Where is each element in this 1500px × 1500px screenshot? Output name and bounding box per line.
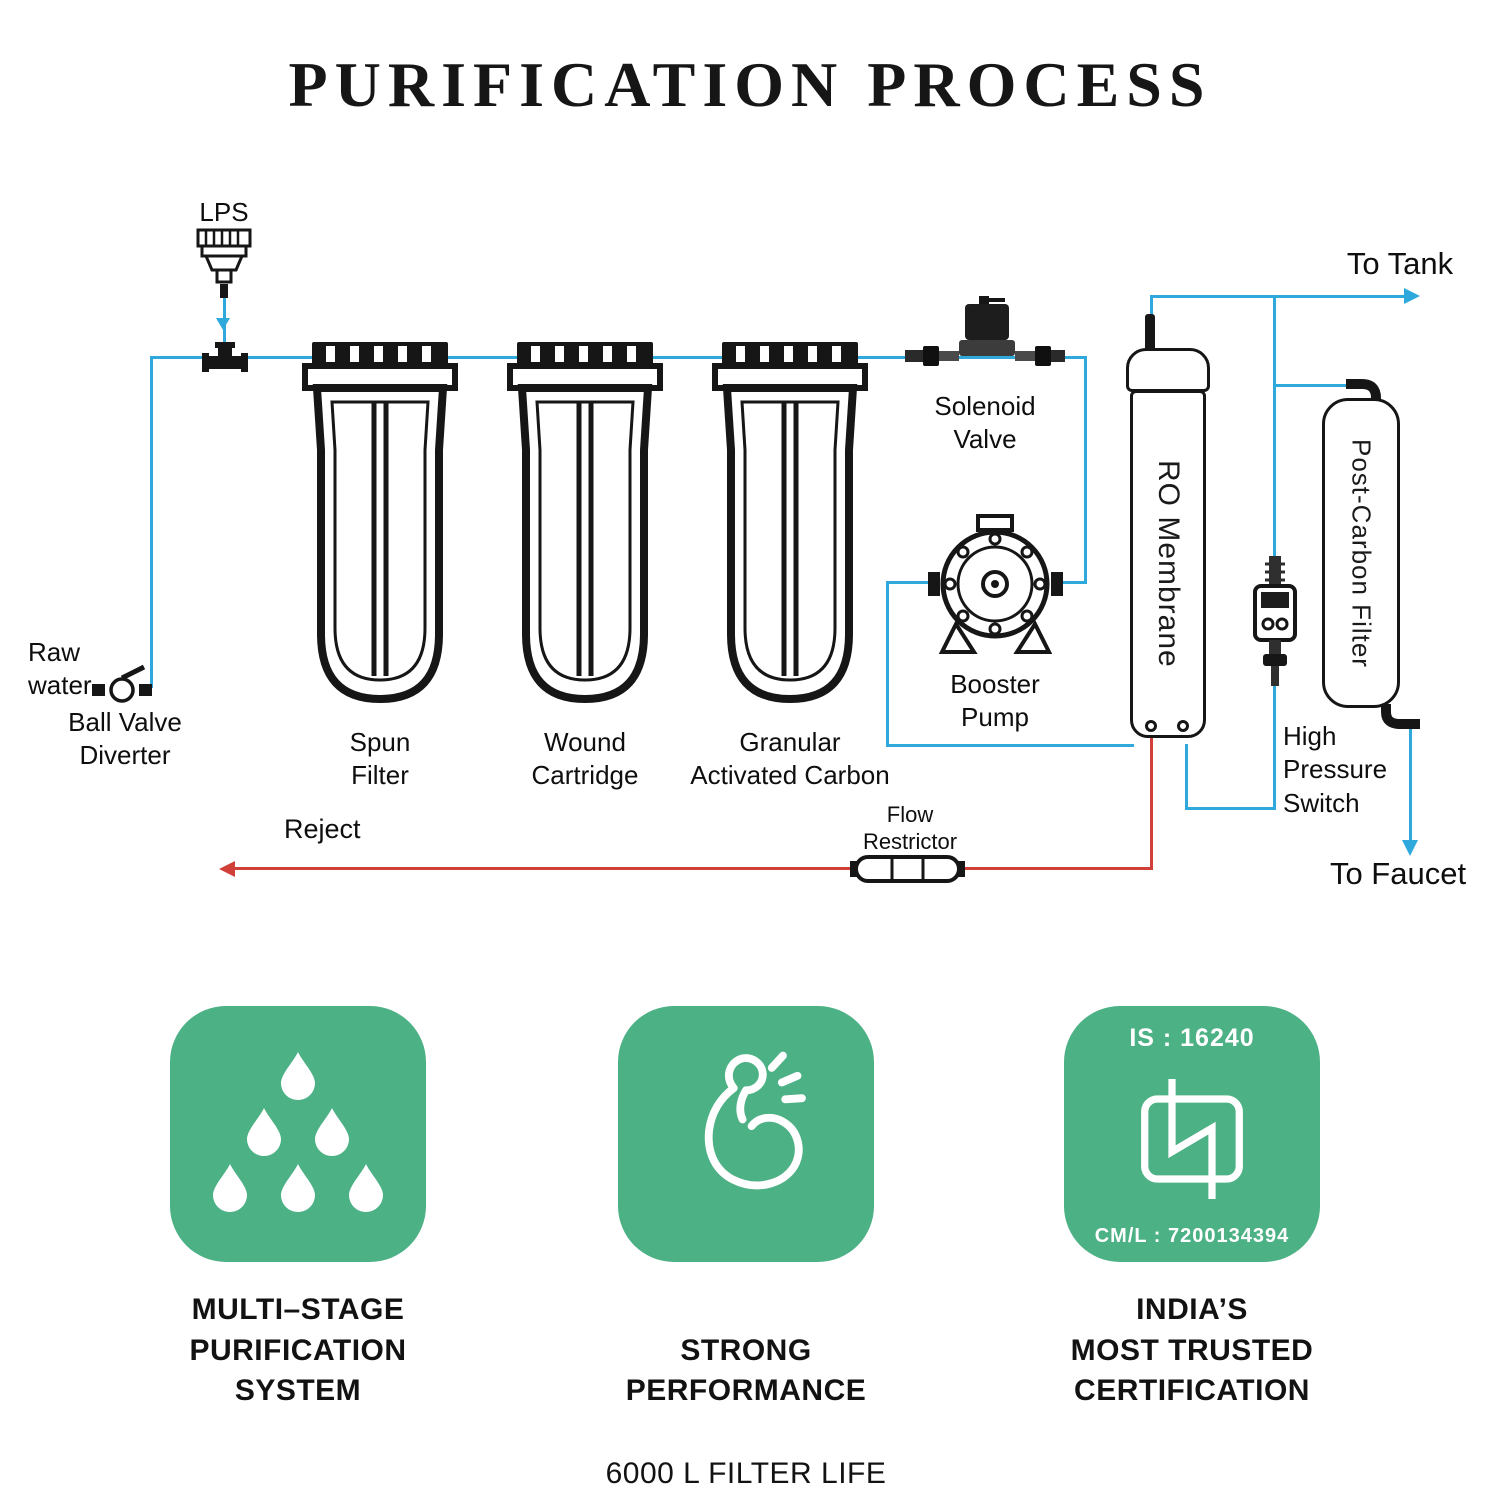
ro-membrane-label: RO Membrane: [1152, 460, 1185, 668]
feature-caption-performance-subtitle: 6000 L FILTER LIFE: [605, 1457, 887, 1490]
spun-filter-housing: [300, 338, 460, 723]
feature-caption-certification: INDIA’S MOST TRUSTED CERTIFICATION: [1070, 1293, 1314, 1407]
low-pressure-switch-icon: [196, 228, 252, 298]
ro-membrane-permeate-port: [1177, 720, 1189, 732]
reject-pipe-h: [234, 867, 1152, 870]
pump-outlet-pipe-v: [886, 581, 889, 747]
solenoid-valve-icon: [905, 296, 1065, 366]
muscle-arm-icon: [704, 1051, 806, 1190]
wound-cartridge-housing: [505, 338, 665, 723]
tank-pipe: [1150, 295, 1408, 298]
feature-caption-performance-title: STRONG PERFORMANCE: [625, 1333, 867, 1408]
flow-restrictor-label: Flow Restrictor: [862, 802, 958, 854]
ro-membrane-housing: RO Membrane: [1130, 390, 1206, 738]
faucet-pipe: [1409, 722, 1412, 842]
postcarbon-top-elbow: [1346, 379, 1381, 406]
tee-fitting-icon: [202, 342, 248, 372]
ball-valve-diverter-label: Ball Valve Diverter: [68, 707, 182, 771]
high-pressure-switch-icon: [1253, 556, 1297, 686]
reject-arrow: [219, 861, 235, 877]
solenoid-to-pump-pipe-v: [1084, 356, 1087, 584]
booster-pump-label: Booster Pump: [950, 669, 1040, 733]
to-tank-label: To Tank: [1346, 246, 1454, 281]
feature-tile-performance: [618, 1006, 874, 1262]
ro-membrane-top-fitting: [1145, 314, 1155, 352]
isi-standard-code: IS : 16240: [1129, 1024, 1255, 1052]
switch-pipe-upper: [1273, 295, 1276, 558]
membrane-feed-pipe: [886, 744, 1134, 747]
post-carbon-filter-label: Post-Carbon Filter: [1346, 438, 1377, 668]
membrane-outlet-stub-pipe: [1150, 295, 1153, 319]
pump-outlet-pipe-h: [886, 581, 932, 584]
switch-pipe-lower: [1273, 684, 1276, 810]
page-title: PURIFICATION PROCESS: [288, 49, 1212, 120]
raw-water-riser-pipe: [150, 356, 153, 688]
to-tank-arrow: [1404, 288, 1420, 304]
to-faucet-arrow: [1402, 840, 1418, 856]
isi-license-number: CM/L : 7200134394: [1094, 1225, 1290, 1247]
spun-filter-label: Spun Filter: [349, 727, 411, 791]
postcarbon-bottom-elbow: [1381, 704, 1420, 729]
ball-valve-diverter-icon: [92, 664, 152, 703]
to-faucet-label: To Faucet: [1329, 856, 1467, 891]
wound-cartridge-label: Wound Cartridge: [531, 727, 639, 791]
lps-label: LPS: [199, 197, 249, 227]
water-drops-icon: [213, 1052, 383, 1212]
granular-carbon-housing: [710, 338, 870, 723]
feed-arrow-down: [216, 318, 230, 330]
flow-restrictor-icon: [850, 855, 965, 883]
ro-membrane-reject-port: [1145, 720, 1157, 732]
membrane-to-switch-pipe-h: [1185, 807, 1276, 810]
feature-tile-certification: IS : 16240 CM/L : 7200134394: [1064, 1006, 1320, 1262]
raw-water-label: Raw water: [28, 637, 92, 701]
feature-tile-multistage: [170, 1006, 426, 1262]
granular-carbon-label: Granular Activated Carbon: [690, 727, 890, 791]
booster-pump-icon: [928, 514, 1063, 654]
solenoid-to-pump-pipe-h: [1062, 581, 1086, 584]
post-carbon-filter-housing: Post-Carbon Filter: [1322, 398, 1400, 708]
membrane-to-switch-pipe-v: [1185, 744, 1188, 810]
ro-membrane-cap: [1126, 348, 1210, 392]
isi-mark-icon: [1141, 1079, 1243, 1199]
postcarbon-feed-pipe: [1273, 384, 1352, 387]
high-pressure-switch-label: High Pressure Switch: [1283, 721, 1388, 818]
reject-label: Reject: [284, 814, 361, 844]
reject-pipe-v: [1150, 738, 1153, 870]
solenoid-valve-label: Solenoid Valve: [934, 391, 1036, 455]
feature-caption-multistage: MULTI–STAGE PURIFICATION SYSTEM: [189, 1293, 407, 1407]
feature-caption-performance: STRONG PERFORMANCE 6000 L FILTER LIFE: [578, 1290, 914, 1500]
